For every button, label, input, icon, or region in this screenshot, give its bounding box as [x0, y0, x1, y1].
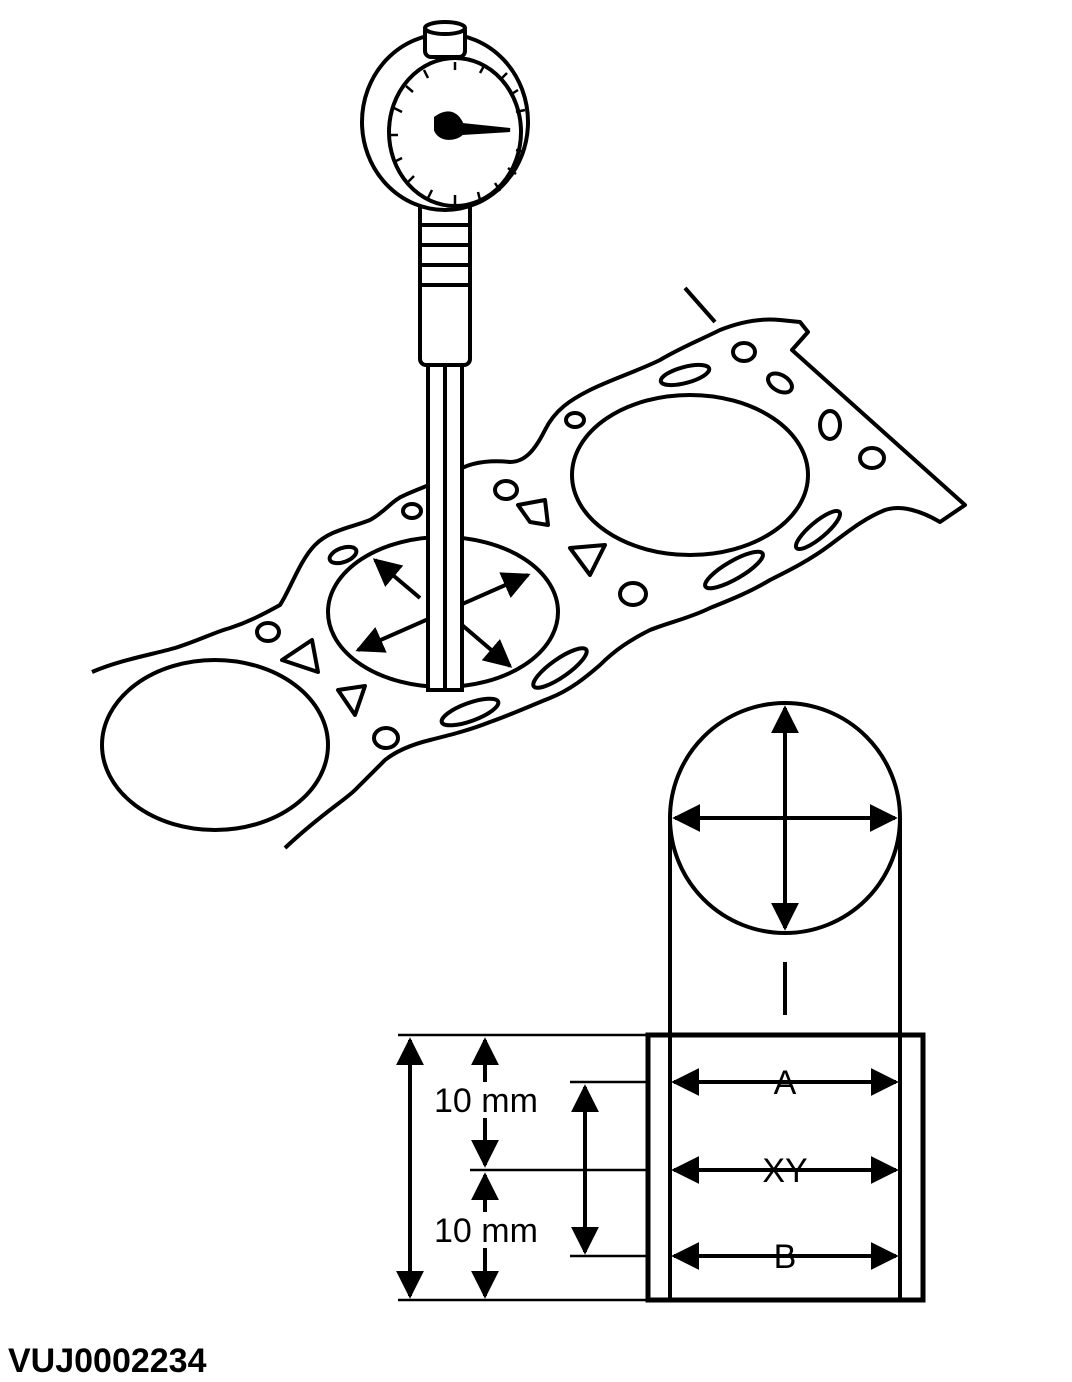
water-passage [327, 544, 359, 566]
bore-top-view [668, 701, 902, 1035]
cylinder-bore-left [100, 658, 330, 832]
position-a-label: A [774, 1064, 797, 1102]
water-passage [658, 362, 712, 388]
dial-needle [434, 111, 511, 140]
block-top-edge [683, 286, 717, 324]
bolt-hole [401, 502, 423, 520]
bolt-hole [564, 411, 586, 429]
bolt-hole [493, 479, 519, 501]
lower-dimension-label: 10 mm [434, 1212, 538, 1250]
water-passage [280, 638, 320, 674]
water-passage [336, 684, 367, 717]
bolt-hole [858, 446, 886, 470]
water-passage [439, 696, 501, 728]
bolt-hole [618, 581, 648, 607]
figure-reference-id: VUJ0002234 [8, 1342, 207, 1380]
gauge-grip [418, 193, 472, 367]
position-b-label: B [774, 1238, 797, 1276]
bore-side-view [396, 1032, 926, 1303]
bolt-hole [372, 726, 400, 750]
water-passage [531, 646, 589, 690]
cylinder-bore-right [570, 393, 810, 557]
position-xy-label: XY [762, 1152, 807, 1190]
dial-ticks [389, 62, 526, 204]
cylinder-section [645, 1032, 926, 1303]
water-passage [703, 549, 765, 591]
water-passage [568, 543, 607, 577]
water-passage [818, 409, 842, 441]
cylinder-block [91, 286, 967, 850]
block-outline [91, 317, 967, 850]
water-passage [516, 498, 550, 527]
bolt-hole [731, 341, 757, 363]
dial-bore-gauge [360, 20, 530, 692]
bolt-hole [255, 621, 281, 643]
water-passage [793, 508, 843, 552]
upper-dimension-label: 10 mm [434, 1082, 538, 1120]
water-passage [766, 371, 794, 395]
